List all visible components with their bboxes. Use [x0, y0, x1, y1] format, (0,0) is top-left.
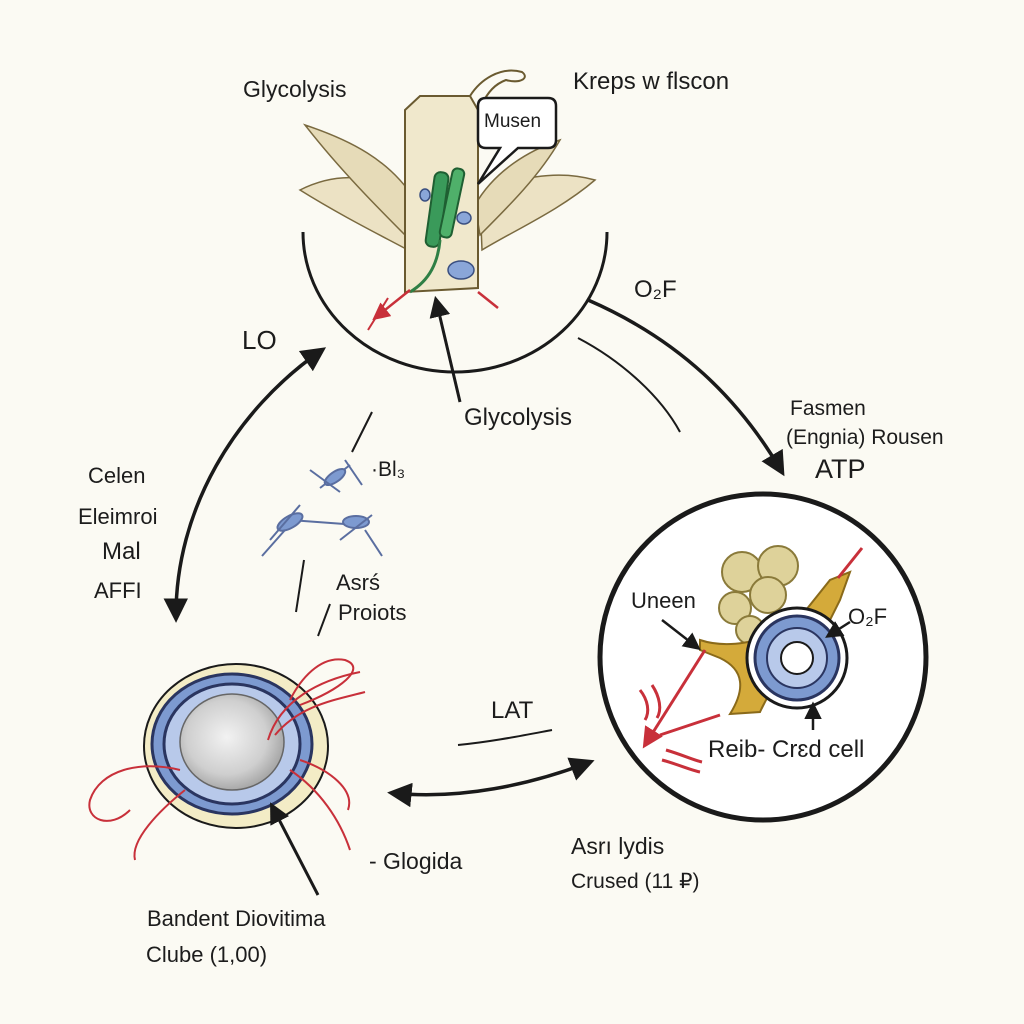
right-cell-inner-illustration — [638, 545, 864, 774]
top-to-right-arrow — [587, 298, 785, 477]
label-mal: Mal — [102, 538, 141, 565]
label-asrs: Asrś — [336, 570, 380, 595]
bottom-left-cell-illustration — [88, 658, 366, 861]
label-eleimroi: Eleimroi — [78, 504, 158, 529]
label-lat: LAT — [491, 697, 534, 724]
label-o2f-top: O₂F — [634, 276, 677, 303]
arrow-to-bottom-cell — [270, 802, 320, 896]
label-fasmen: Fasmen — [790, 397, 866, 420]
label-glycolysis-top: Glycolysis — [243, 76, 347, 102]
label-reib: Reib- Crɛd cell — [708, 736, 865, 763]
label-glycolysis-mid: Glycolysis — [464, 404, 573, 431]
label-musen: Musen — [484, 111, 542, 132]
arrow-to-glycolysis — [429, 295, 462, 403]
label-crused: Crused (11 ₽) — [571, 870, 700, 893]
label-lo: LO — [242, 325, 277, 355]
musen-bubble — [476, 96, 558, 185]
label-kreps: Kreps w flscon — [573, 68, 730, 95]
left-cycle-arrow — [163, 347, 327, 623]
label-o2f-right: O₂F — [848, 604, 888, 629]
bottom-double-arrow — [387, 757, 595, 808]
label-uneen: Uneen — [631, 588, 696, 613]
label-atp: ATP — [815, 454, 866, 484]
label-glogida: - Glogida — [369, 848, 463, 874]
neuron-cells-illustration — [261, 459, 383, 557]
label-engnia: (Engnia) Rousen — [786, 426, 944, 449]
arrow-o2f-right — [825, 620, 851, 638]
leaf-structure-illustration — [298, 69, 597, 331]
label-celen: Celen — [88, 463, 146, 488]
arrow-uneen — [661, 619, 701, 651]
label-asrilydis: Asrı lydis — [571, 833, 665, 859]
label-proiots: Proiots — [338, 600, 407, 625]
label-clube: Clube (1,00) — [146, 942, 268, 967]
label-affi: AFFI — [94, 578, 142, 603]
top-cell-arc — [301, 231, 609, 374]
label-bandent: Bandent Diovitima — [147, 906, 326, 931]
label-bl: ·Bl₃ — [371, 458, 406, 481]
